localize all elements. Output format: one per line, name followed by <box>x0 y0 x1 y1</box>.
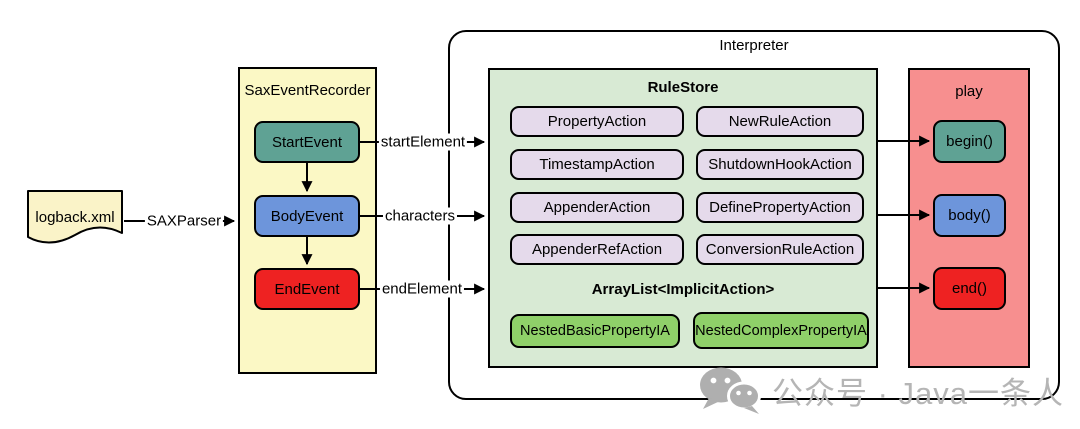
body-method-node: body() <box>933 194 1006 237</box>
rule-store-title: RuleStore <box>647 79 719 96</box>
saxparser-edge-label: SAXParser <box>144 212 224 230</box>
end-element-edge-label: endElement <box>379 280 465 298</box>
action-shutdown-hook: ShutdownHookAction <box>696 149 864 180</box>
characters-edge-label: characters <box>382 207 458 225</box>
play-title: play <box>955 83 983 100</box>
action-appender: AppenderAction <box>510 192 684 223</box>
body-event-node: BodyEvent <box>254 195 360 237</box>
action-appender-ref: AppenderRefAction <box>510 234 684 265</box>
watermark-text: 公众号 · Java一条人 <box>772 375 1065 411</box>
watermark: 公众号 · Java一条人 <box>696 364 1064 416</box>
implicit-action-nested-complex: NestedComplexPropertyIA <box>693 312 869 349</box>
end-method-node: end() <box>933 267 1006 310</box>
wechat-icon <box>700 367 761 414</box>
action-conversion-rule: ConversionRuleAction <box>696 234 864 265</box>
action-property: PropertyAction <box>510 106 684 137</box>
start-element-edge-label: startElement <box>378 133 468 151</box>
implicit-action-nested-basic: NestedBasicPropertyIA <box>510 314 680 348</box>
action-timestamp: TimestampAction <box>510 149 684 180</box>
begin-method-node: begin() <box>933 120 1006 163</box>
sax-event-recorder-title: SaxEventRecorder <box>244 82 371 99</box>
interpreter-title: Interpreter <box>719 37 789 54</box>
end-event-node: EndEvent <box>254 268 360 310</box>
action-define-property: DefinePropertyAction <box>696 192 864 223</box>
logback-xml-label: logback.xml <box>35 209 115 226</box>
logback-xml-document: logback.xml <box>26 189 124 255</box>
document-shape-icon <box>27 190 123 244</box>
implicit-action-list-title: ArrayList<ImplicitAction> <box>591 281 775 298</box>
action-new-rule: NewRuleAction <box>696 106 864 137</box>
start-event-node: StartEvent <box>254 121 360 163</box>
